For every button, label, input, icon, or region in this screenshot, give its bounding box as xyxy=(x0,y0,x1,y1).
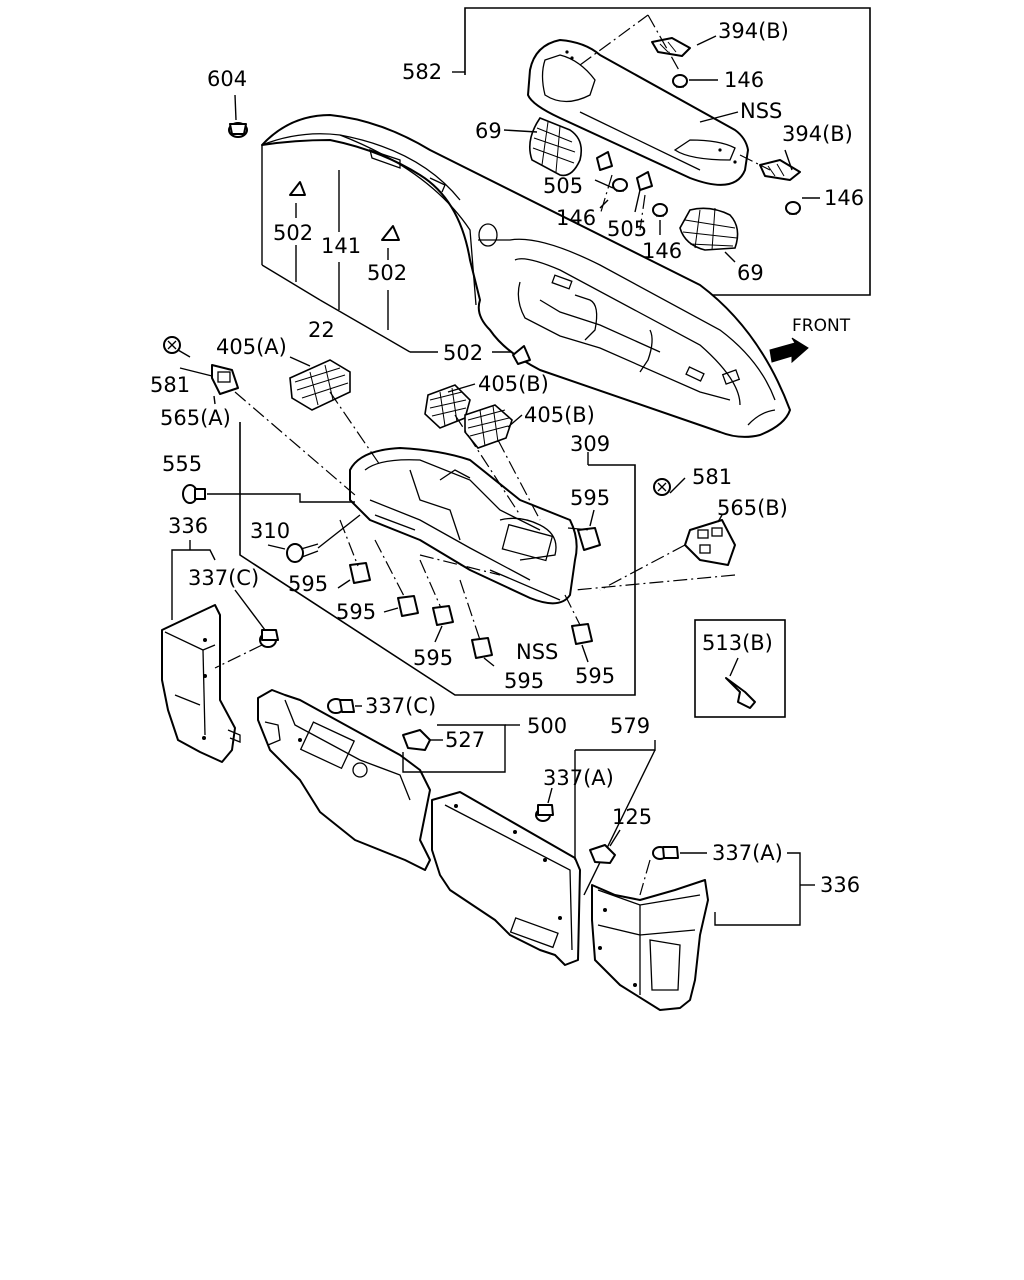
clip-337a-mid xyxy=(535,804,554,822)
label-579: 579 xyxy=(610,714,650,738)
screw-310 xyxy=(286,543,319,563)
screw-146-c xyxy=(652,203,668,217)
clip-595-e xyxy=(571,623,593,645)
label-595-e: 595 xyxy=(575,664,615,688)
label-336-right: 336 xyxy=(820,873,860,897)
label-front: FRONT xyxy=(792,316,851,336)
label-309: 309 xyxy=(570,432,610,456)
clip-527 xyxy=(402,729,431,751)
label-nss-top: NSS xyxy=(740,99,782,123)
label-nss-mid: NSS xyxy=(516,640,558,664)
clip-595-top-right xyxy=(577,509,601,551)
glove-box-579 xyxy=(431,791,581,966)
clip-502-b xyxy=(381,225,400,241)
air-vent-405b-bottom xyxy=(464,404,513,449)
label-595-c: 595 xyxy=(413,646,453,670)
label-336-left: 336 xyxy=(168,514,208,538)
front-arrow-icon xyxy=(769,337,809,364)
label-405a: 405(A) xyxy=(216,335,287,359)
label-582: 582 xyxy=(402,60,442,84)
screw-146-d xyxy=(785,201,801,215)
clip-394b-right xyxy=(759,159,801,181)
clip-337c-left xyxy=(259,629,279,648)
label-604: 604 xyxy=(207,67,247,91)
side-cover-336-right xyxy=(591,879,709,1011)
inset-box-309 xyxy=(239,422,636,696)
clip-502-a xyxy=(289,181,306,196)
fastener-555 xyxy=(182,484,206,504)
label-565b: 565(B) xyxy=(717,496,788,520)
label-310: 310 xyxy=(250,519,290,543)
label-146-a: 146 xyxy=(724,68,764,92)
label-394b-top: 394(B) xyxy=(718,19,789,43)
label-405b-top: 405(B) xyxy=(478,372,549,396)
clip-337c-mid xyxy=(327,698,355,714)
clip-595-d xyxy=(471,637,493,659)
label-505-left: 505 xyxy=(543,174,583,198)
bracket-565a xyxy=(211,364,239,395)
air-vent-405a xyxy=(289,359,351,411)
label-337c-mid: 337(C) xyxy=(365,694,436,718)
clip-505-left xyxy=(596,151,613,171)
label-595-top-right: 595 xyxy=(570,486,610,510)
clip-502-c xyxy=(512,345,531,365)
screw-581-left xyxy=(163,336,191,358)
side-cover-336-left xyxy=(161,604,241,763)
clip-505-right xyxy=(636,171,653,191)
label-337a-right: 337(A) xyxy=(712,841,783,865)
clip-595-b xyxy=(397,595,419,617)
label-146-d: 146 xyxy=(642,239,682,263)
label-502-bottom: 502 xyxy=(443,341,483,365)
label-125: 125 xyxy=(612,805,652,829)
label-22: 22 xyxy=(308,318,335,342)
screw-146-b xyxy=(612,178,628,192)
clip-337a-right xyxy=(652,846,679,860)
label-581-left: 581 xyxy=(150,373,190,397)
label-505-right: 505 xyxy=(607,217,647,241)
label-69-left: 69 xyxy=(475,119,502,143)
label-555: 555 xyxy=(162,452,202,476)
label-595-b: 595 xyxy=(336,600,376,624)
lower-panel-500 xyxy=(257,689,431,871)
label-513b: 513(B) xyxy=(702,631,773,655)
label-141: 141 xyxy=(321,234,361,258)
speaker-grille-69-left xyxy=(529,117,583,177)
speaker-grille-69-right xyxy=(679,207,739,251)
label-146-c: 146 xyxy=(556,206,596,230)
label-595-d: 595 xyxy=(504,669,544,693)
label-502-left: 502 xyxy=(273,221,313,245)
label-337c-left: 337(C) xyxy=(188,566,259,590)
screw-146-a xyxy=(672,74,688,88)
label-595-a: 595 xyxy=(288,572,328,596)
label-527: 527 xyxy=(445,728,485,752)
label-502-mid: 502 xyxy=(367,261,407,285)
inset-box-513b xyxy=(694,619,786,718)
label-394b-right: 394(B) xyxy=(782,122,853,146)
clip-604 xyxy=(228,94,248,138)
upper-dash-cover xyxy=(527,39,749,186)
screw-581-right xyxy=(653,477,686,496)
instrument-panel-22 xyxy=(261,114,791,438)
label-405b-bottom: 405(B) xyxy=(524,403,595,427)
bracket-565b xyxy=(684,519,736,566)
label-69-right: 69 xyxy=(737,261,764,285)
clip-394b-top xyxy=(651,37,691,57)
label-565a: 565(A) xyxy=(160,406,231,430)
label-581-right: 581 xyxy=(692,465,732,489)
label-146-b: 146 xyxy=(824,186,864,210)
clip-125 xyxy=(589,844,616,864)
clip-595-a xyxy=(349,562,371,584)
label-337a-mid: 337(A) xyxy=(543,766,614,790)
cluster-housing xyxy=(349,447,578,605)
label-500: 500 xyxy=(527,714,567,738)
air-vent-405b-top xyxy=(424,384,471,429)
clip-595-c xyxy=(432,605,454,626)
